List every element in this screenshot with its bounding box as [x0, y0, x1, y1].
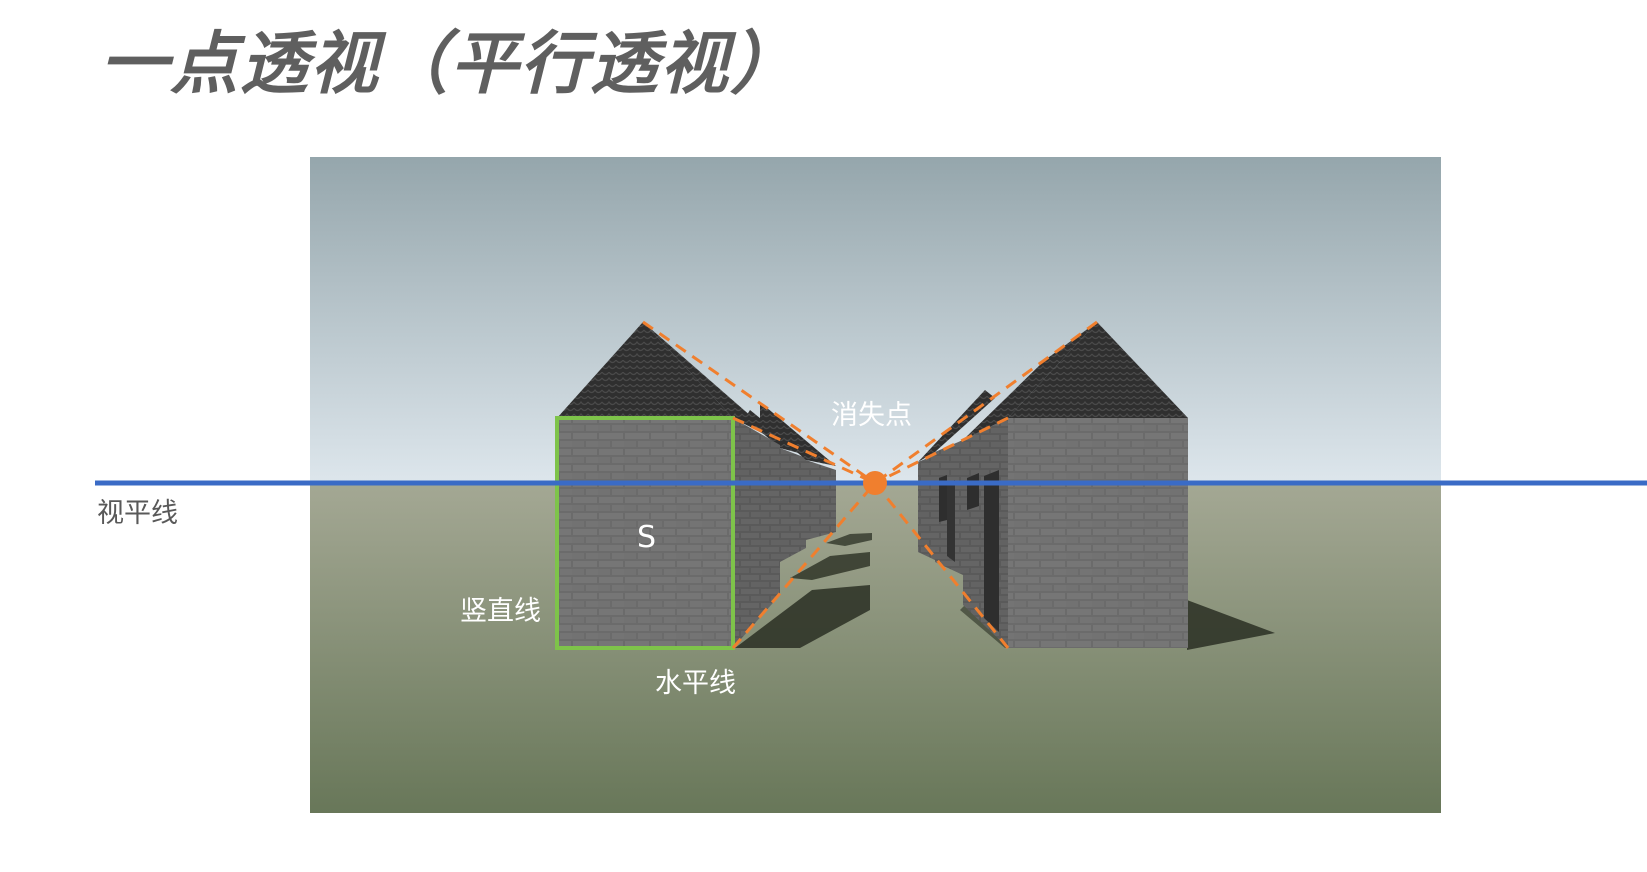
face-outline: [555, 416, 735, 650]
shadow: [790, 552, 870, 580]
vanishing-point: [863, 471, 887, 495]
roof: [918, 390, 995, 462]
horizontal-line-label: 水平线: [655, 668, 736, 699]
perspective-lines: [642, 320, 1098, 649]
house-side-wall: [918, 455, 935, 560]
roof: [1008, 322, 1188, 418]
perspective-line: [873, 482, 1010, 649]
perspective-line: [642, 320, 876, 485]
house-front-face: [1008, 418, 1188, 648]
house-side-wall: [733, 418, 780, 648]
sky: [310, 157, 1441, 483]
door: [947, 480, 955, 562]
roof: [963, 322, 1097, 440]
slide-title: 一点透视（平行透视）: [100, 25, 801, 104]
shadow: [1187, 600, 1275, 650]
perspective-line: [874, 416, 1009, 485]
scene-image: [310, 157, 1441, 813]
perspective-line: [731, 482, 877, 649]
window: [939, 475, 947, 522]
shadow: [826, 533, 872, 546]
shadow: [735, 585, 870, 648]
house-side-wall: [780, 448, 806, 562]
vanishing-point-label: 消失点: [831, 400, 912, 431]
perspective-line: [874, 320, 1098, 485]
ground: [310, 483, 1441, 813]
perspective-line: [732, 416, 876, 485]
house-front-face: [557, 418, 733, 648]
door: [984, 470, 999, 632]
roof: [643, 322, 783, 444]
roof: [557, 322, 733, 418]
horizon-line-label: 视平线: [97, 498, 178, 529]
vertical-line-label: 竖直线: [460, 596, 541, 627]
face-label: S: [637, 520, 657, 555]
window: [967, 473, 979, 510]
house-side-wall: [806, 460, 836, 540]
